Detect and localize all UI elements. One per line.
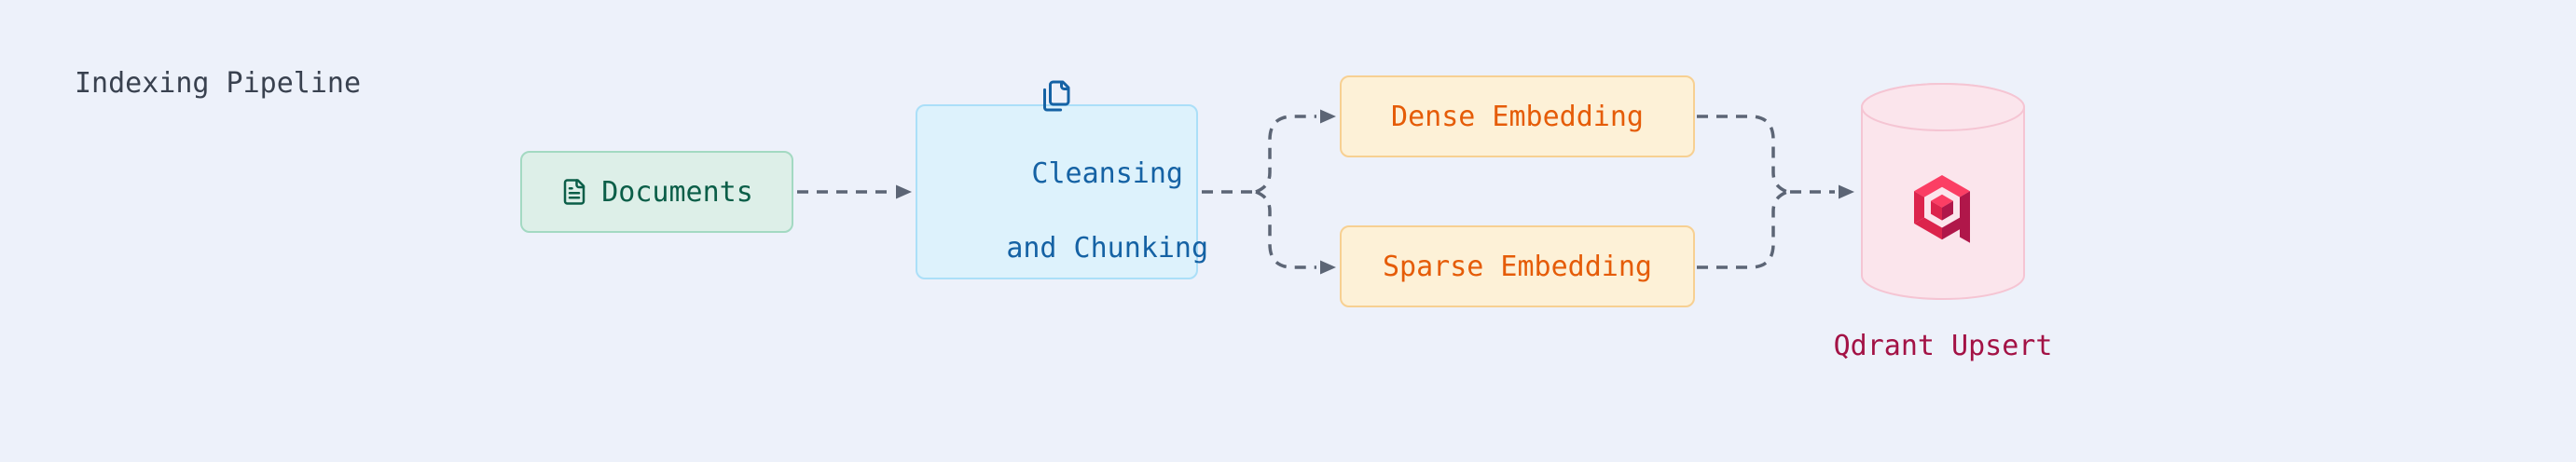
arrowhead-qdrant	[1839, 184, 1854, 199]
node-documents-label: Documents	[601, 175, 753, 209]
node-qdrant-label: Qdrant Upsert	[1833, 330, 2053, 362]
edge-sparse-merge	[1697, 190, 1788, 269]
node-dense-embedding: Dense Embedding	[1340, 75, 1695, 157]
file-text-icon	[563, 179, 585, 205]
edge-split-dense	[1255, 115, 1316, 194]
node-sparse-embedding: Sparse Embedding	[1340, 225, 1695, 307]
arrowhead-sparse	[1320, 260, 1336, 275]
diagram-title: Indexing Pipeline	[75, 67, 362, 100]
node-sparse-label: Sparse Embedding	[1383, 250, 1652, 283]
arrowhead-dense	[1320, 109, 1336, 124]
edge-dense-merge	[1697, 115, 1788, 194]
node-documents: Documents	[520, 151, 793, 233]
node-cleansing-label-line2: and Chunking	[1006, 232, 1209, 265]
copy-files-icon	[1042, 80, 1069, 112]
node-cleansing-label: Cleansing and Chunking	[905, 118, 1208, 305]
qdrant-logo-icon	[1914, 175, 1970, 243]
node-cleansing-chunking: Cleansing and Chunking	[916, 80, 1208, 279]
node-dense-label: Dense Embedding	[1391, 100, 1644, 133]
edge-split-sparse	[1255, 190, 1316, 269]
node-cleansing-label-line1: Cleansing	[1031, 157, 1183, 190]
arrowhead-cleansing	[896, 184, 912, 199]
